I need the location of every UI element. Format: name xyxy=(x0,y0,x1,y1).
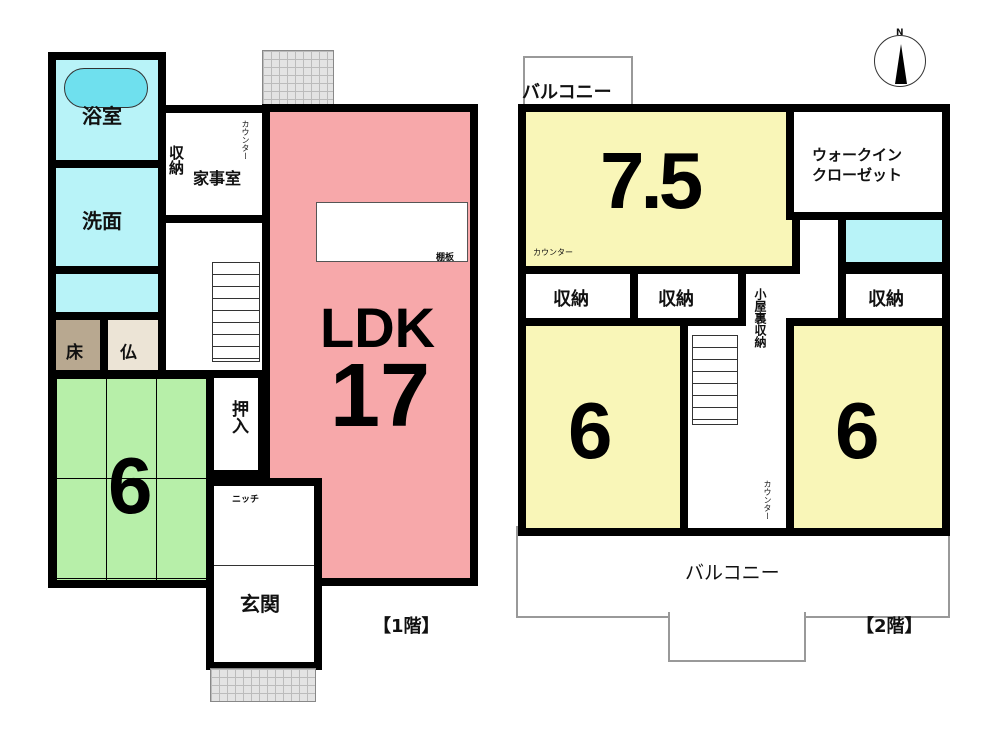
floor2-label: 【2階】 xyxy=(856,616,923,637)
stairs-1f xyxy=(212,262,260,362)
kitchen-counter xyxy=(316,202,468,262)
storage-2 xyxy=(630,266,746,326)
storage-label: 収納 xyxy=(167,145,185,175)
room-6-left-size: 6 xyxy=(568,386,613,475)
balcony-bottom-label: バルコニー xyxy=(685,562,780,584)
bathtub-icon xyxy=(64,68,148,108)
balcony-top-label: バルコニー xyxy=(522,82,612,103)
bath-label: 浴室 xyxy=(82,104,122,128)
room-6-left xyxy=(518,318,688,536)
butsu-alcove xyxy=(100,312,166,378)
genkan-area xyxy=(206,478,322,670)
stairs-2f xyxy=(692,335,738,425)
attic-storage-label: 小屋裏収納 xyxy=(753,288,767,348)
counter-2f-vertical: カウンター xyxy=(763,480,772,520)
wash-label: 洗面 xyxy=(82,209,122,233)
utility-room xyxy=(158,105,270,223)
walk-in-closet xyxy=(786,104,950,220)
storage-1-label: 収納 xyxy=(553,289,589,310)
ldk-size: 17 xyxy=(330,346,431,446)
storage-3 xyxy=(838,266,950,326)
niche-label: ニッチ xyxy=(232,495,260,505)
toilet-2f xyxy=(838,212,950,270)
utility-label: 家事室 xyxy=(193,169,242,188)
room-6-right xyxy=(786,318,950,536)
compass-icon xyxy=(874,35,926,87)
north-arrow-icon xyxy=(895,44,907,84)
ldk-label: LDK xyxy=(320,296,436,359)
room-6-right-size: 6 xyxy=(835,386,880,475)
storage-2-label: 収納 xyxy=(658,289,694,310)
compass-label: N xyxy=(896,28,904,38)
butsu-label: 仏 xyxy=(120,343,137,363)
washitsu-room xyxy=(48,370,214,588)
room-7-5-size: 7.5 xyxy=(600,136,703,225)
counter-2f-label: カウンター xyxy=(533,248,573,257)
ldk-room xyxy=(262,104,478,586)
storage-3-label: 収納 xyxy=(868,289,904,310)
toko-label: 床 xyxy=(66,343,83,363)
genkan-label: 玄関 xyxy=(240,592,280,616)
oshiire-closet xyxy=(206,370,266,478)
shelf-label: 棚板 xyxy=(436,253,455,263)
genkan-floor xyxy=(214,565,314,566)
washitsu-size: 6 xyxy=(108,441,153,530)
counter-label: カウンター xyxy=(241,120,250,160)
oshiire-label: 押入 xyxy=(228,400,248,434)
floor1-label: 【1階】 xyxy=(373,616,440,637)
balcony-bottom-extension xyxy=(668,612,806,662)
entrance-porch xyxy=(210,668,316,702)
back-porch xyxy=(262,50,334,110)
wic-label: ウォークイン クローゼット xyxy=(812,146,903,184)
